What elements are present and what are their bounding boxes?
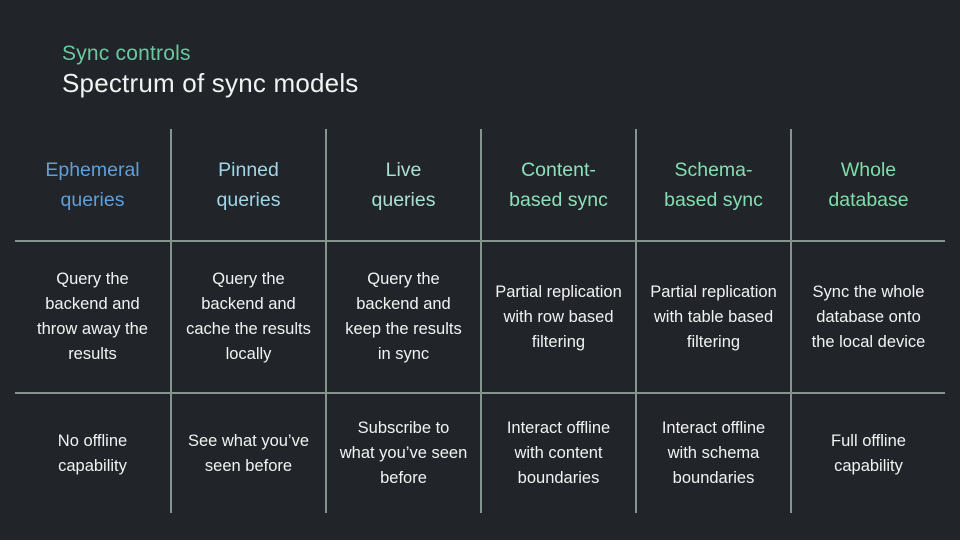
slide-eyebrow: Sync controls <box>62 42 191 65</box>
description-cell-ephemeral-queries: Query the backend and throw away the res… <box>15 240 170 392</box>
offline-cell-ephemeral-queries: No offline capability <box>15 392 170 513</box>
offline-cell-whole-database: Full offline capability <box>790 392 945 513</box>
header-cell-ephemeral-queries: Ephemeral queries <box>45 158 140 211</box>
offline-cell-content-based-sync: Interact offline with content boundaries <box>480 392 635 513</box>
header-cell-pinned-queries: Pinned queries <box>170 129 325 240</box>
offline-cell-schema-based-sync: Interact offline with schema boundaries <box>635 392 790 513</box>
offline-cell-pinned-queries: See what you’ve seen before <box>170 392 325 513</box>
sync-models-table: Ephemeral queries Pinned queries Live qu… <box>15 129 945 513</box>
header-cell-content-based-sync: Content- based sync <box>480 129 635 240</box>
description-cell-schema-based-sync: Partial replication with table based fil… <box>635 240 790 392</box>
offline-cell-live-queries: Subscribe to what you’ve seen before <box>325 392 480 513</box>
description-cell-live-queries: Query the backend and keep the results i… <box>325 240 480 392</box>
description-cell-content-based-sync: Partial replication with row based filte… <box>480 240 635 392</box>
description-cell-pinned-queries: Query the backend and cache the results … <box>170 240 325 392</box>
page-title: Spectrum of sync models <box>62 68 359 98</box>
header-cell-schema-based-sync: Schema- based sync <box>635 129 790 240</box>
header-cell-whole-database: Whole database <box>790 129 945 240</box>
header-cell-live-queries: Live queries <box>325 129 480 240</box>
slide-header: Sync controls Spectrum of sync models <box>62 41 359 100</box>
description-cell-whole-database: Sync the whole database onto the local d… <box>790 240 945 392</box>
